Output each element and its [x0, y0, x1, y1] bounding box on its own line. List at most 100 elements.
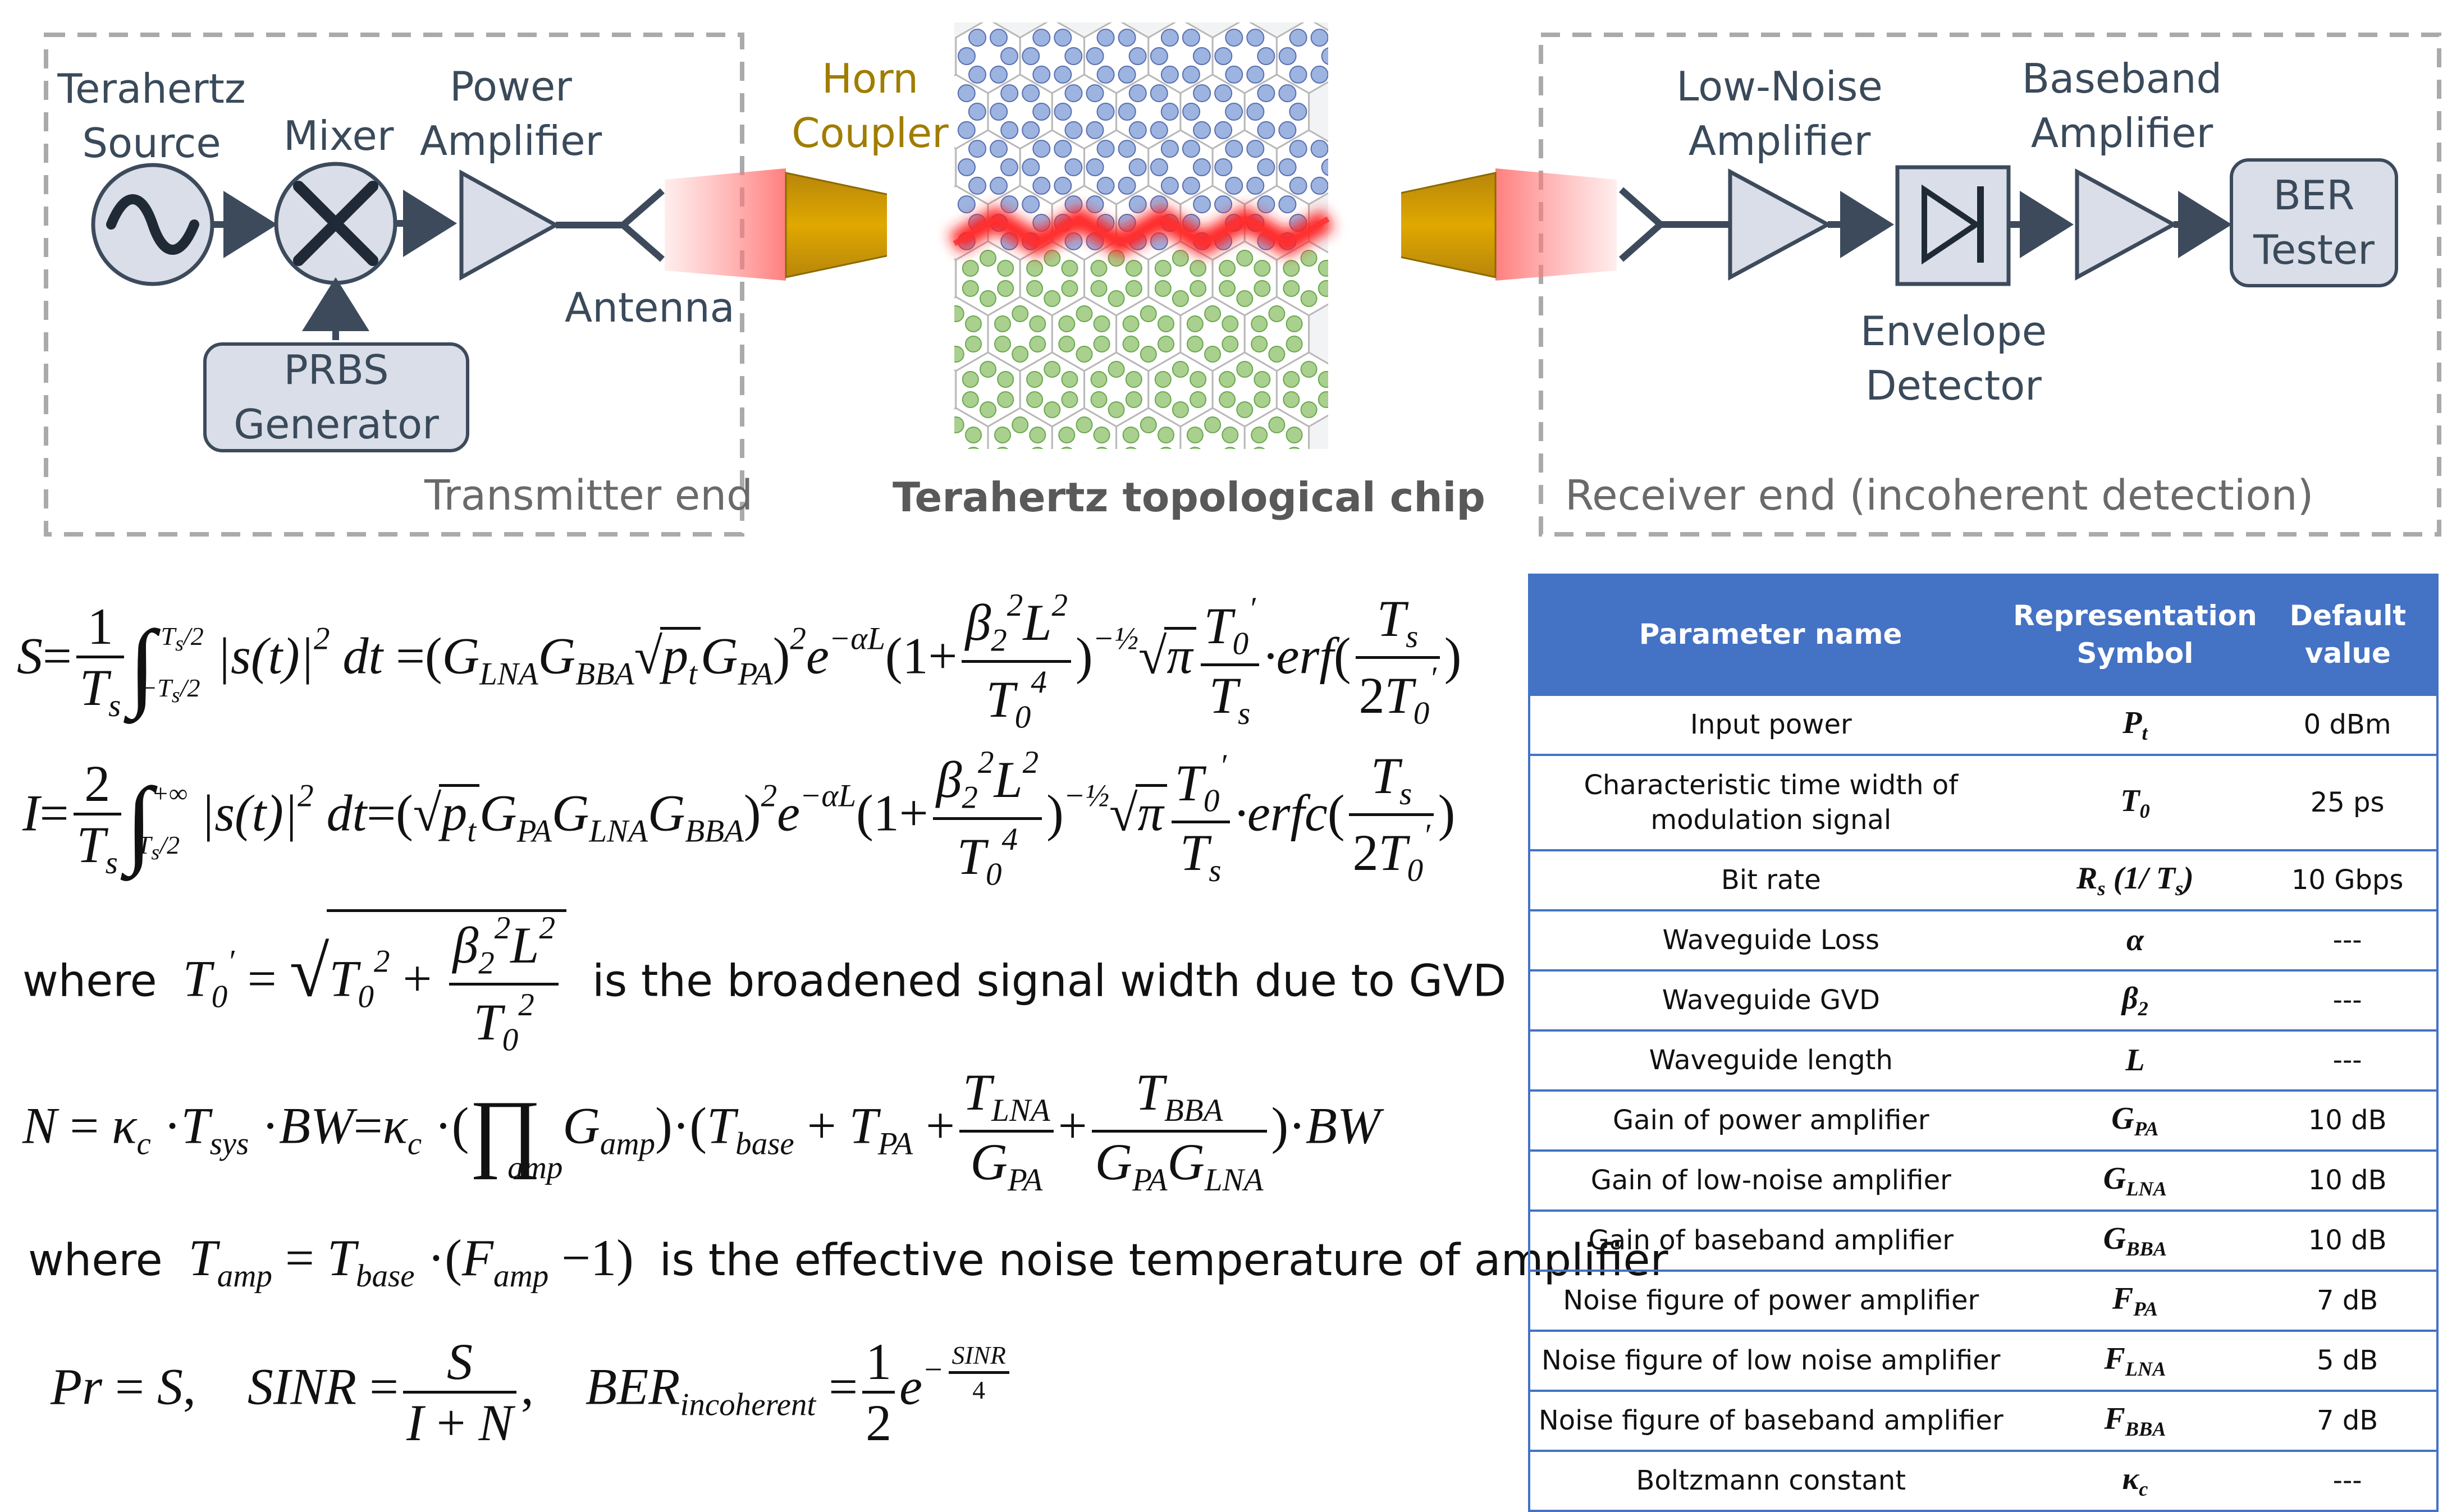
symbol-subscript: 0 — [2139, 799, 2150, 822]
param-value-cell: 5 dB — [2258, 1331, 2437, 1392]
param-value-cell: 25 ps — [2258, 755, 2437, 851]
where1-desc: is the broadened signal width due to GVD — [592, 956, 1507, 1007]
chip-pillar — [1026, 280, 1044, 297]
chip-pillar — [994, 315, 1011, 332]
chip-pillar — [1012, 416, 1029, 433]
chip-pillar — [1236, 401, 1254, 418]
chip-pillar — [1300, 250, 1318, 267]
chip-pillar — [1214, 84, 1233, 103]
chip-pillar — [1058, 427, 1076, 443]
chip-pillar — [1000, 84, 1019, 103]
param-name-cell: Noise figure of baseband amplifier — [1529, 1391, 2012, 1452]
chip-pillar — [1076, 346, 1093, 363]
chip-pillar — [1032, 176, 1051, 195]
chip-pillar — [1054, 140, 1072, 158]
chip-pillar — [1158, 427, 1174, 443]
chip-pillar — [1219, 280, 1236, 297]
chip-pillar — [994, 336, 1011, 352]
horn-label-line1: Horn — [821, 55, 919, 102]
chip-pillar — [1283, 391, 1300, 408]
chip-pillar — [1150, 84, 1168, 103]
param-name-cell: Noise figure of power amplifier — [1529, 1271, 2012, 1332]
chip-pillar — [965, 427, 982, 443]
param-symbol-cell: Pt — [2011, 695, 2259, 756]
envelope-label-line2: Detector — [1865, 362, 2042, 410]
chip-pillar — [1254, 280, 1271, 297]
param-symbol-cell: L — [2011, 1030, 2259, 1092]
symbol-main: β — [2121, 981, 2138, 1016]
chip-pillar — [1140, 346, 1157, 363]
param-symbol-cell: T0 — [2011, 755, 2259, 851]
param-value-cell: 10 dB — [2258, 1091, 2437, 1152]
chip-pillar — [1222, 336, 1239, 352]
chip-pillar — [1154, 260, 1172, 277]
chip-pillar — [1093, 336, 1110, 352]
chip-pillar — [980, 250, 996, 267]
chip-pillar — [1192, 158, 1211, 176]
param-name-cell: Gain of baseband amplifier — [1529, 1211, 2012, 1272]
param-value-cell: 7 dB — [2258, 1391, 2437, 1452]
header-symbol: Representation Symbol — [2011, 574, 2259, 696]
chip-pillar — [1251, 336, 1268, 352]
param-name-cell: Noise figure of low noise amplifier — [1529, 1331, 2012, 1392]
chip-pillar — [1154, 391, 1172, 408]
chip-pillar — [1289, 103, 1307, 121]
symbol-main: F — [2112, 1281, 2134, 1317]
envelope-label: Envelope Detector — [1841, 304, 2066, 413]
chip-pillar — [1032, 65, 1051, 84]
chip-pillar — [1128, 121, 1147, 139]
chip-pillar — [1278, 195, 1297, 214]
lna-label: Low-Noise Amplifier — [1667, 59, 1892, 168]
chip-pillar — [1219, 260, 1236, 277]
chip-pillar — [1128, 84, 1147, 103]
prbs-label-line2: Generator — [234, 401, 439, 448]
source-label-line2: Source — [82, 120, 221, 167]
chip-pillar — [1286, 336, 1303, 352]
lna-label-line1: Low-Noise — [1676, 63, 1883, 110]
chip-pillar — [957, 195, 976, 214]
symbol-main: G — [2103, 1221, 2126, 1257]
symbol-subscript: c — [2139, 1478, 2148, 1501]
chip-pillar — [1090, 371, 1108, 388]
chip-pillar — [1044, 250, 1061, 267]
param-value-cell: --- — [2258, 1451, 2437, 1512]
chip-pillar — [997, 260, 1014, 277]
chip-pillar — [1029, 336, 1046, 352]
chip-pillar — [1186, 315, 1204, 332]
chip-pillar — [1310, 65, 1329, 84]
symbol-main: F — [2104, 1341, 2125, 1377]
envelope-detector-icon — [1895, 165, 2011, 286]
symbol-main: F — [2104, 1401, 2125, 1437]
chip-pillar — [1125, 391, 1142, 408]
chip-pillar — [1086, 195, 1104, 214]
chip-pillar — [1160, 140, 1179, 158]
chip-pillar — [1044, 290, 1061, 307]
chip-pillar — [1128, 158, 1147, 176]
chip-pillar — [1086, 47, 1104, 65]
chip-pillar — [965, 336, 982, 352]
right-beam — [1495, 168, 1617, 281]
header-default-value: Default value — [2257, 574, 2439, 696]
chip-pillar — [1108, 361, 1125, 378]
symbol-subscript: 2 — [2138, 997, 2148, 1020]
chip-pillar — [1090, 260, 1108, 277]
chip-pillar — [1090, 280, 1108, 297]
chip-pillar — [1029, 427, 1046, 443]
chip-pillar — [1090, 391, 1108, 408]
chip-pillar — [1310, 29, 1329, 47]
chip-pillar — [1283, 280, 1300, 297]
chip-pillar — [1096, 176, 1115, 195]
symbol-main: G — [2103, 1161, 2126, 1197]
chip-pillar — [1108, 290, 1125, 307]
chip-pillar — [1254, 260, 1271, 277]
chip-pillar — [1061, 371, 1078, 388]
chip-pillar — [1172, 290, 1189, 307]
prbs-label-line1: PRBS — [283, 346, 389, 393]
chip-pillar — [990, 176, 1008, 195]
chip-pillar — [1128, 47, 1147, 65]
baseband-label-line1: Baseband — [2021, 55, 2222, 102]
chip-pillar — [1118, 29, 1136, 47]
power-amp-label: Power Amplifier — [415, 59, 606, 168]
